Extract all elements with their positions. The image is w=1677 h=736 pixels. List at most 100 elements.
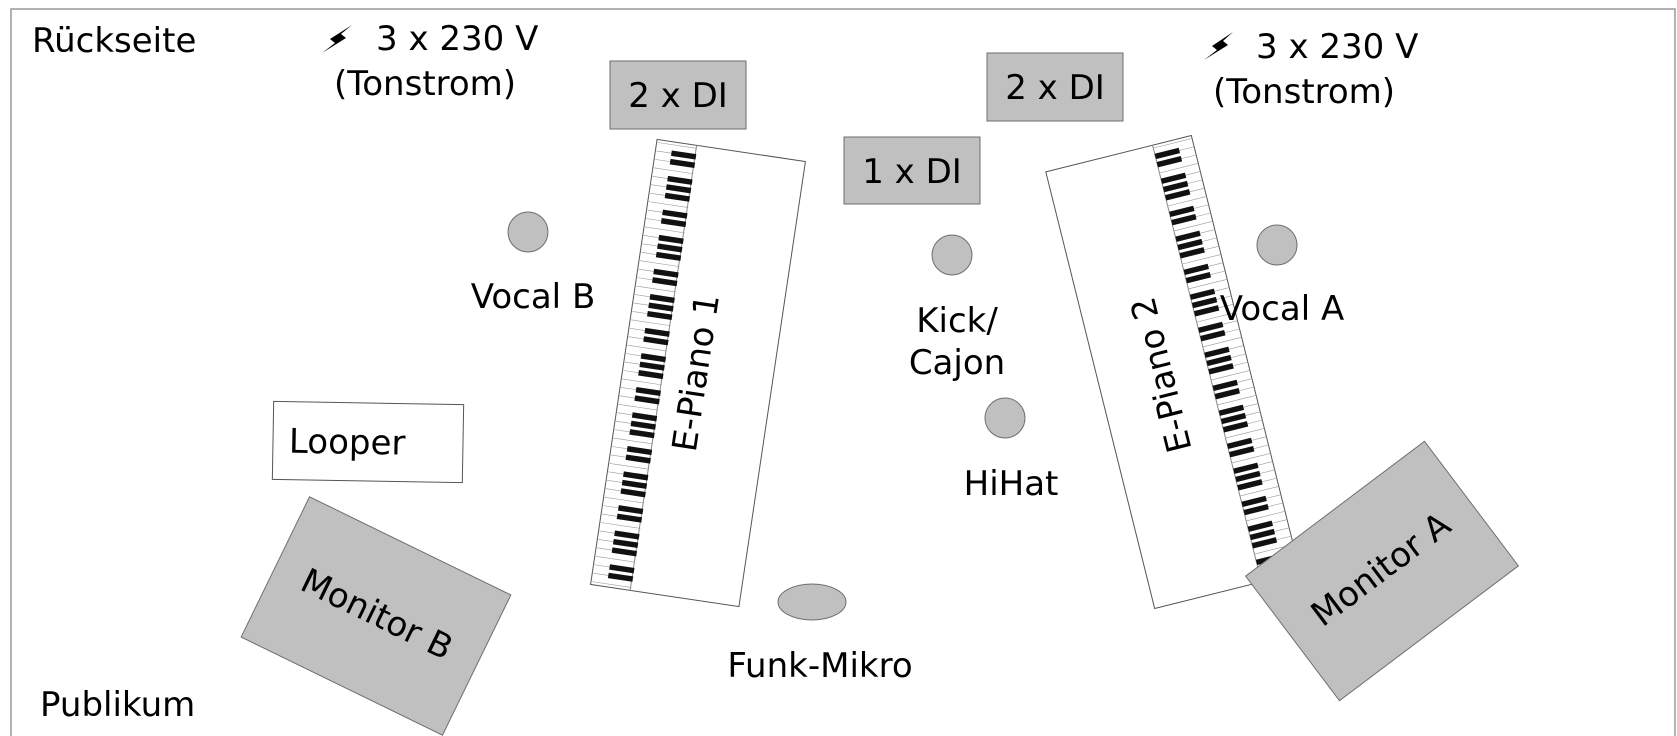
black-key: [1160, 172, 1187, 184]
white-key-line: [636, 285, 676, 293]
black-key: [1175, 230, 1201, 242]
di-box-right: 2 x DI: [986, 52, 1124, 122]
white-key-line: [1217, 394, 1257, 406]
white-key-line: [1167, 196, 1207, 207]
di-box-center-label: 1 x DI: [862, 152, 962, 192]
mic-vocal-b: Vocal B: [471, 211, 596, 317]
black-key: [623, 471, 649, 481]
power-right-voltage: 3 x 230 V: [1256, 27, 1418, 67]
mic-hihat-label: HiHat: [964, 464, 1059, 504]
lightning-icon: [322, 25, 352, 53]
black-key: [639, 361, 665, 371]
keyboard-keys: [1153, 138, 1300, 580]
black-key: [1198, 321, 1224, 334]
white-key-line: [1211, 370, 1250, 381]
black-key: [1171, 214, 1197, 226]
stage-border: [10, 8, 1676, 736]
black-key: [1251, 537, 1278, 549]
black-key: [660, 218, 687, 228]
black-key: [1200, 330, 1226, 342]
black-key: [614, 530, 640, 540]
black-key: [609, 564, 635, 574]
keyboard-e-piano-2: E-Piano 2: [1045, 134, 1301, 610]
white-key-line: [631, 319, 671, 327]
white-key-line: [1173, 221, 1213, 232]
black-key: [638, 370, 664, 380]
black-key: [662, 209, 688, 219]
black-key: [657, 243, 683, 253]
white-key-line: [1231, 452, 1271, 464]
keyboard-e-piano-1: E-Piano 1: [589, 138, 807, 608]
black-key: [664, 192, 691, 202]
black-key: [1193, 305, 1220, 317]
black-key: [1162, 180, 1189, 193]
black-key: [631, 412, 658, 422]
black-key: [648, 302, 674, 312]
white-key-line: [653, 167, 694, 175]
power-right: 3 x 230 V (Tonstrom): [1204, 27, 1418, 112]
di-box-right-label: 2 x DI: [1005, 68, 1105, 108]
white-key-line: [622, 378, 662, 386]
black-key: [616, 513, 643, 523]
black-key: [1235, 470, 1261, 483]
black-key: [640, 353, 667, 363]
black-key: [612, 538, 639, 549]
mic-vocal-a: Vocal A: [1220, 224, 1344, 329]
black-key: [635, 386, 661, 397]
di-box-left: 2 x DI: [609, 60, 747, 130]
black-key: [1218, 404, 1245, 416]
white-key-line: [1182, 254, 1222, 265]
white-key-line: [595, 555, 636, 563]
black-key: [1204, 346, 1230, 358]
looper-label: Looper: [289, 422, 406, 464]
black-key: [1208, 363, 1234, 375]
black-key: [625, 454, 651, 464]
power-right-note: (Tonstrom): [1213, 72, 1395, 112]
black-key: [667, 175, 693, 185]
white-key-line: [1225, 428, 1265, 439]
black-key: [617, 505, 644, 515]
black-key: [634, 395, 660, 405]
keyboard-keys: [591, 142, 698, 588]
black-key: [607, 572, 634, 582]
black-key: [1214, 388, 1240, 400]
black-key: [1179, 247, 1205, 259]
black-key: [665, 184, 692, 194]
black-key: [658, 234, 684, 245]
white-key-line: [648, 201, 689, 208]
white-key-line: [657, 142, 698, 149]
black-key: [669, 158, 696, 169]
black-key: [670, 150, 697, 160]
black-key: [649, 294, 675, 304]
audience-label: Publikum: [40, 685, 195, 725]
power-left-voltage: 3 x 230 V: [376, 19, 538, 59]
black-key: [1226, 437, 1253, 450]
mic-cajon-label: Cajon: [909, 343, 1005, 383]
black-key: [647, 310, 673, 321]
mic-vocal-b-label: Vocal B: [471, 277, 596, 317]
white-key-line: [618, 403, 659, 411]
black-key: [653, 268, 679, 278]
white-key-line: [604, 496, 645, 504]
mic-kick-cajon: Kick/ Cajon: [909, 234, 1005, 383]
monitor-b: Monitor B: [240, 496, 512, 736]
black-key: [1164, 189, 1191, 201]
black-key: [1243, 504, 1269, 516]
black-key: [1222, 421, 1249, 433]
monitor-a: Monitor A: [1244, 440, 1520, 702]
white-key-line: [644, 226, 685, 234]
mic-kick-label: Kick/: [916, 301, 998, 341]
white-key-line: [609, 463, 650, 470]
black-key: [1241, 495, 1267, 508]
mic-vocal-a-label: Vocal A: [1220, 289, 1344, 329]
looper: Looper: [271, 400, 465, 484]
white-key-line: [1239, 486, 1279, 497]
white-key-line: [591, 581, 632, 588]
black-key: [626, 446, 653, 456]
white-key-line: [1196, 312, 1236, 323]
black-key: [1156, 156, 1183, 168]
black-key: [1154, 147, 1181, 160]
power-left-note: (Tonstrom): [334, 64, 516, 104]
black-key: [611, 547, 638, 557]
